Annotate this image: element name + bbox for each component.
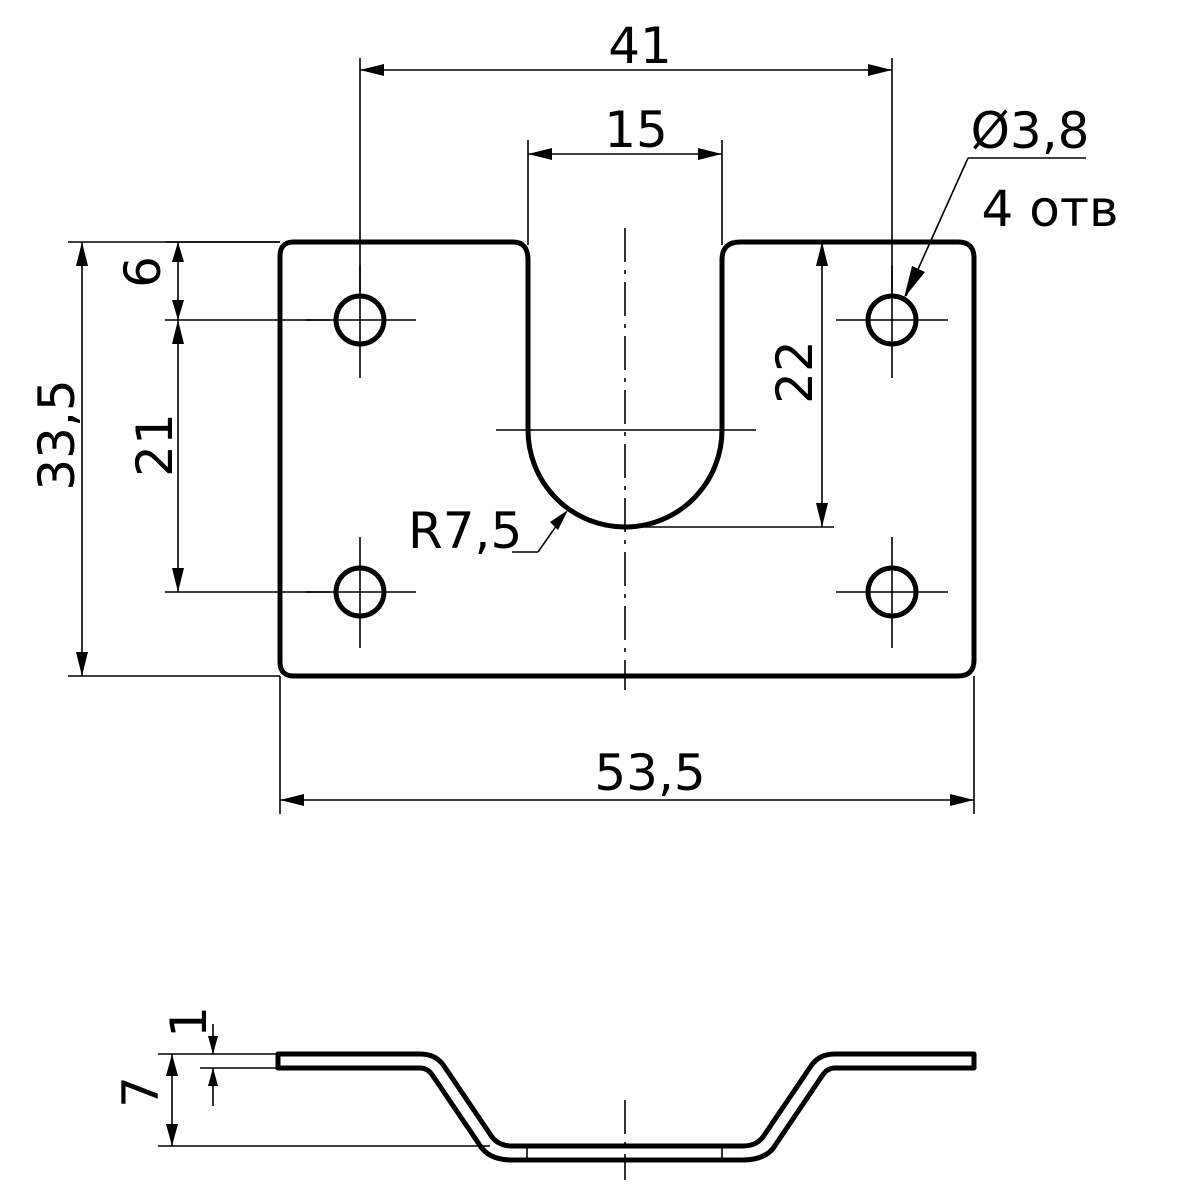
dimension-22: 22 [625, 241, 834, 528]
dim-r7-5-label: R7,5 [408, 502, 522, 560]
dimension-21: 21 [126, 320, 330, 593]
dimension-r7-5: R7,5 [408, 502, 568, 560]
dim-33-5-label: 33,5 [28, 379, 86, 490]
dimension-7: 7 [112, 1054, 490, 1147]
dimension-41: 41 [359, 17, 893, 292]
dimension-53-5: 53,5 [279, 676, 975, 814]
side-profile-outline [275, 1051, 977, 1163]
dim-6-label: 6 [114, 256, 172, 288]
dim-15-label: 15 [604, 101, 668, 159]
dimension-1: 1 [158, 1006, 278, 1106]
hole-diameter-label: Ø3,8 [971, 102, 1090, 160]
dim-41-label: 41 [608, 17, 672, 75]
dim-53-5-label: 53,5 [594, 744, 705, 802]
dim-21-label: 21 [126, 413, 184, 477]
hole-count-label: 4 отв [982, 180, 1119, 238]
dim-7-label: 7 [112, 1076, 170, 1108]
hole-callout: Ø3,8 4 отв [904, 102, 1118, 298]
dimension-6: 6 [114, 241, 330, 321]
dim-22-label: 22 [766, 340, 824, 404]
dimension-15: 15 [527, 101, 723, 245]
plate-outline [277, 239, 977, 679]
dim-1-label: 1 [160, 1006, 218, 1038]
side-view [275, 1051, 977, 1180]
dimension-33-5: 33,5 [28, 241, 280, 677]
hole-centerlines [305, 265, 948, 648]
